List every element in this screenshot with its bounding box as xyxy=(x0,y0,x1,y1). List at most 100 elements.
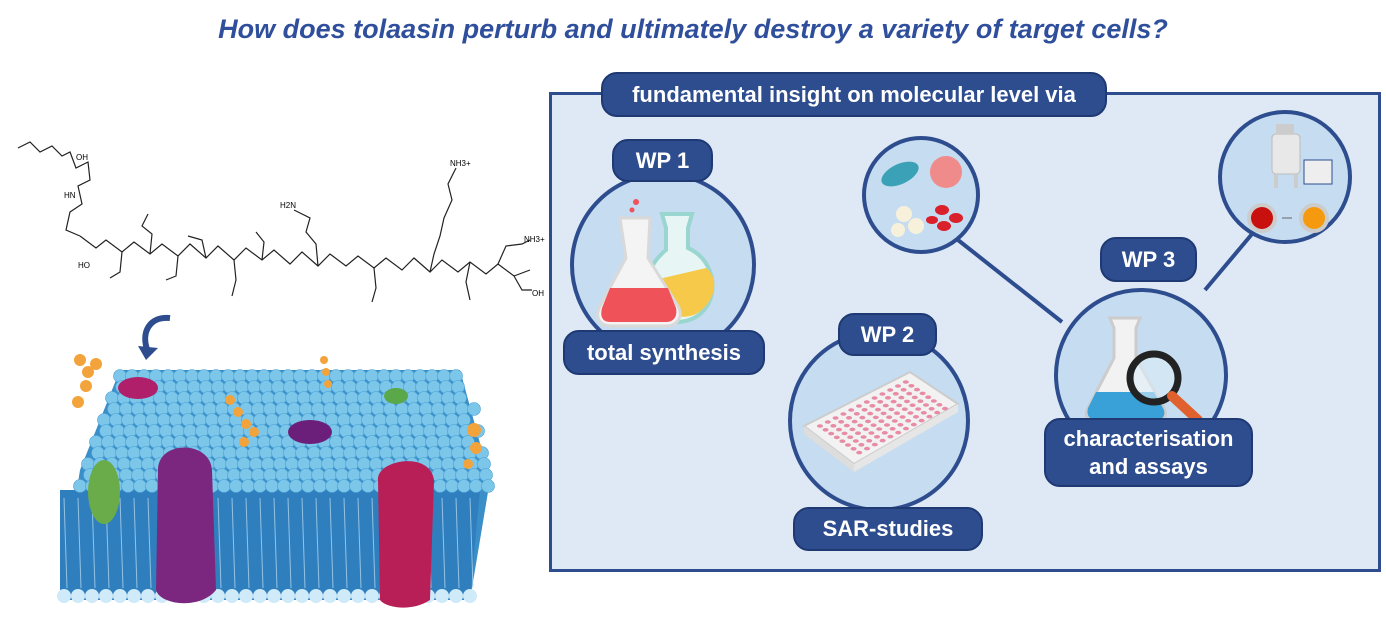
well xyxy=(886,415,893,419)
lipid-tail xyxy=(245,497,250,589)
well xyxy=(942,406,948,411)
protein-purple-top xyxy=(288,420,332,444)
well xyxy=(841,431,848,436)
wp2-label: WP 2 xyxy=(838,313,937,356)
well xyxy=(909,403,916,407)
protein-purple xyxy=(156,447,216,604)
well xyxy=(871,442,878,447)
well xyxy=(896,403,903,408)
well xyxy=(858,443,865,447)
lipid-head xyxy=(449,589,463,603)
well xyxy=(865,419,871,424)
label-nh3-2: NH3+ xyxy=(524,235,545,244)
well xyxy=(864,446,870,451)
well xyxy=(905,419,912,423)
label-nh3-1: NH3+ xyxy=(450,159,471,168)
label-h2n: H2N xyxy=(280,201,296,210)
nmr-and-vesicle-icon xyxy=(1247,124,1333,233)
lipid-tail xyxy=(273,497,278,589)
well xyxy=(928,407,935,411)
well xyxy=(895,384,901,388)
well xyxy=(838,420,845,424)
lipid-head xyxy=(309,589,323,603)
lipid-tail xyxy=(357,497,362,589)
well xyxy=(919,391,926,396)
wp1-label: WP 1 xyxy=(612,139,713,182)
lipid-head xyxy=(337,589,351,603)
tolaasin-structure: OH HN NH3+ NH3+ H2N HO OH xyxy=(17,141,545,303)
well xyxy=(895,430,902,435)
lipid-head xyxy=(85,589,99,603)
lipid-tail xyxy=(147,497,152,589)
well xyxy=(851,419,858,424)
well xyxy=(901,407,908,411)
lipid-head xyxy=(113,589,127,603)
lipid-tail xyxy=(371,497,376,589)
curved-arrow-icon xyxy=(138,314,171,360)
well xyxy=(870,423,877,427)
well xyxy=(897,423,904,427)
well xyxy=(888,407,895,412)
wp1-caption: total synthesis xyxy=(563,330,765,375)
well xyxy=(903,426,909,431)
label-ho: HO xyxy=(78,261,90,270)
lipid-tail xyxy=(469,497,474,589)
well xyxy=(856,404,862,408)
well xyxy=(936,403,943,407)
well xyxy=(843,423,850,428)
membrane-illustration xyxy=(57,354,495,608)
well xyxy=(902,380,909,384)
well xyxy=(856,450,863,455)
well xyxy=(874,435,880,439)
well xyxy=(908,384,915,388)
lipid-head xyxy=(99,589,113,603)
well xyxy=(824,420,831,424)
panel-header: fundamental insight on molecular level v… xyxy=(601,72,1107,117)
well xyxy=(836,427,842,432)
lipid-tail xyxy=(343,497,348,589)
lipid-head xyxy=(323,589,337,603)
wp3-caption-line2: and assays xyxy=(1089,453,1208,479)
lipid-head xyxy=(211,589,225,603)
well xyxy=(879,392,886,396)
lipid-tail xyxy=(119,497,124,589)
well xyxy=(817,424,823,428)
well xyxy=(828,431,835,436)
well xyxy=(914,387,920,392)
well xyxy=(884,423,890,427)
protein-magenta-top xyxy=(118,377,158,399)
well xyxy=(868,431,875,435)
lipid-tail xyxy=(77,497,82,589)
well xyxy=(863,400,870,404)
analytics-circle xyxy=(1218,110,1352,244)
well xyxy=(878,419,885,423)
peptide-backbone xyxy=(79,235,531,277)
lipid-head xyxy=(225,589,239,603)
well xyxy=(876,427,883,431)
wp3-caption: characterisation and assays xyxy=(1044,418,1253,487)
well xyxy=(850,447,857,451)
lipid-tail xyxy=(301,497,306,589)
well xyxy=(871,396,878,400)
lipid-tail xyxy=(441,497,446,589)
well xyxy=(899,415,906,419)
cells-icon xyxy=(881,156,963,237)
well xyxy=(891,419,898,423)
well xyxy=(887,434,894,439)
well xyxy=(880,411,887,416)
well xyxy=(920,411,927,415)
well xyxy=(832,416,839,420)
lipid-head xyxy=(253,589,267,603)
lipid-head xyxy=(295,589,309,603)
glycan-chains xyxy=(72,354,482,469)
well xyxy=(904,399,910,404)
wp2-caption: SAR-studies xyxy=(793,507,983,551)
lipid-tail xyxy=(231,497,236,589)
well xyxy=(860,435,867,439)
label-oh: OH xyxy=(76,153,88,162)
well xyxy=(911,395,918,400)
lipid-head xyxy=(267,589,281,603)
well-plate-icon xyxy=(802,370,960,472)
lipid-tail xyxy=(133,497,138,589)
well xyxy=(918,418,925,423)
